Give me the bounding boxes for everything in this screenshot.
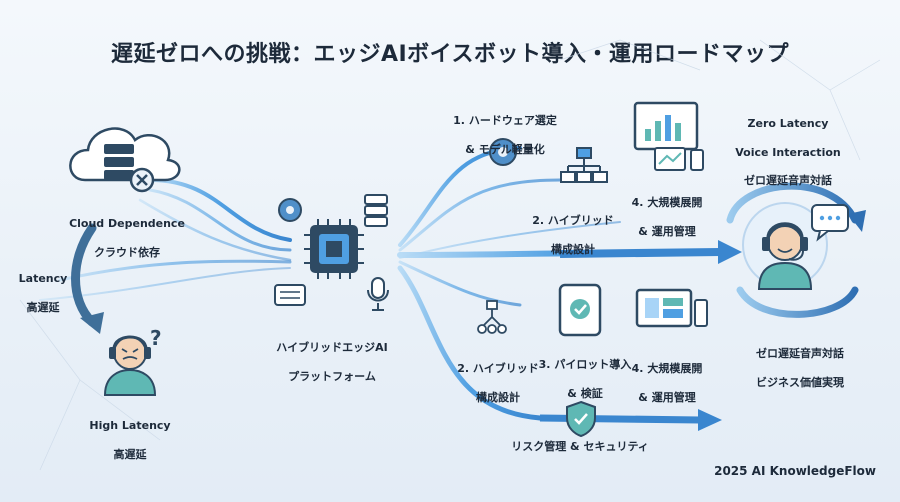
latency-arrow	[71, 223, 104, 334]
top-step1-line1: 1. ハードウェア選定	[453, 114, 557, 128]
bottom-step4-line2: & 運用管理	[638, 390, 696, 404]
main-arrow	[559, 240, 742, 264]
risk-label: リスク管理 & セキュリティ	[511, 440, 649, 453]
bottom-step2-label: 2. ハイブリッド 構成設計	[448, 348, 548, 419]
cycle-arrow-head	[848, 210, 866, 232]
platform-label-line1: ハイブリッドエッジAI	[276, 341, 388, 355]
high-latency-label-en: High Latency	[89, 419, 171, 433]
platform-label: ハイブリッドエッジAI プラットフォーム	[262, 327, 402, 398]
page-title: 遅延ゼロへの挑戦：エッジAIボイスボット導入・運用ロードマップ	[110, 42, 790, 67]
security-shield-icon	[566, 400, 596, 438]
dashboard-monitor-icon	[633, 101, 699, 151]
bottom-step4-label: 4. 大規模展開 & 運用管理	[614, 348, 720, 419]
network-nodes-icon	[477, 300, 507, 334]
latency-label-en: Latency	[18, 272, 68, 286]
latency-label-ja: 高遅延	[26, 300, 60, 314]
high-latency-label-ja: 高遅延	[113, 447, 147, 461]
bottom-step2-line1: 2. ハイブリッド	[457, 362, 539, 376]
flowchart-icon	[560, 147, 608, 183]
pilot-tablet-icon	[558, 283, 602, 337]
microphone-icon	[367, 277, 389, 311]
top-step4-line2: & 運用管理	[638, 224, 696, 238]
bottom-step2-line2: 構成設計	[476, 390, 520, 404]
agent-headset-icon	[742, 202, 828, 290]
business-value-line2: ビジネス価値実現	[756, 375, 844, 389]
question-mark-icon: ?	[150, 326, 162, 350]
zero-latency-line1: Zero Latency	[747, 117, 829, 131]
business-value-label: ゼロ遅延音声対話 ビジネス価値実現	[730, 333, 870, 404]
business-value-line1: ゼロ遅延音声対話	[756, 347, 844, 361]
latency-label: Latency 高遅延	[8, 258, 78, 329]
ai-chip-icon	[304, 219, 364, 279]
server-stack-icon	[364, 194, 388, 227]
cloud-server-icon	[69, 127, 181, 193]
bottom-step3-line2: & 検証	[567, 386, 603, 400]
cloud-label-ja: クラウド依存	[94, 245, 160, 259]
gear-icon	[278, 198, 302, 222]
zero-latency-line2: Voice Interaction	[735, 145, 841, 159]
footer-credit: 2025 AI KnowledgeFlow	[714, 464, 876, 478]
high-latency-label: High Latency 高遅延	[60, 405, 200, 476]
chat-bubble-icon	[811, 204, 849, 242]
zero-latency-label: Zero Latency Voice Interaction ゼロ遅延音声対話	[718, 103, 858, 203]
top-step4-line1: 4. 大規模展開	[631, 196, 703, 210]
frustrated-user-icon	[103, 335, 157, 396]
background-network	[19, 39, 881, 471]
deployment-devices-icon	[635, 288, 708, 328]
flow-beams-left	[39, 178, 292, 301]
bottom-step3-label: 3. パイロット導入 & 検証	[532, 344, 638, 415]
top-step2-label: 2. ハイブリッド 構成設計	[518, 200, 628, 271]
cloud-label-en: Cloud Dependence	[69, 217, 185, 231]
top-step1-line2: & モデル軽量化	[465, 142, 545, 156]
cloud-dependence-label: Cloud Dependence クラウド依存	[52, 203, 202, 274]
top-step1-label: 1. ハードウェア選定 & モデル軽量化	[440, 100, 570, 171]
bottom-step3-line1: 3. パイロット導入	[538, 358, 632, 372]
zero-latency-line3: ゼロ遅延音声対話	[744, 174, 832, 188]
top-step2-line2: 構成設計	[551, 242, 595, 256]
top-step2-line1: 2. ハイブリッド	[532, 214, 614, 228]
hardware-gear-icon	[489, 138, 517, 166]
platform-label-line2: プラットフォーム	[288, 369, 376, 383]
devices-icon	[654, 147, 704, 171]
top-step4-label: 4. 大規模展開 & 運用管理	[612, 182, 722, 253]
bottom-step4-line1: 4. 大規模展開	[631, 362, 703, 376]
rack-server-icon	[274, 284, 306, 306]
